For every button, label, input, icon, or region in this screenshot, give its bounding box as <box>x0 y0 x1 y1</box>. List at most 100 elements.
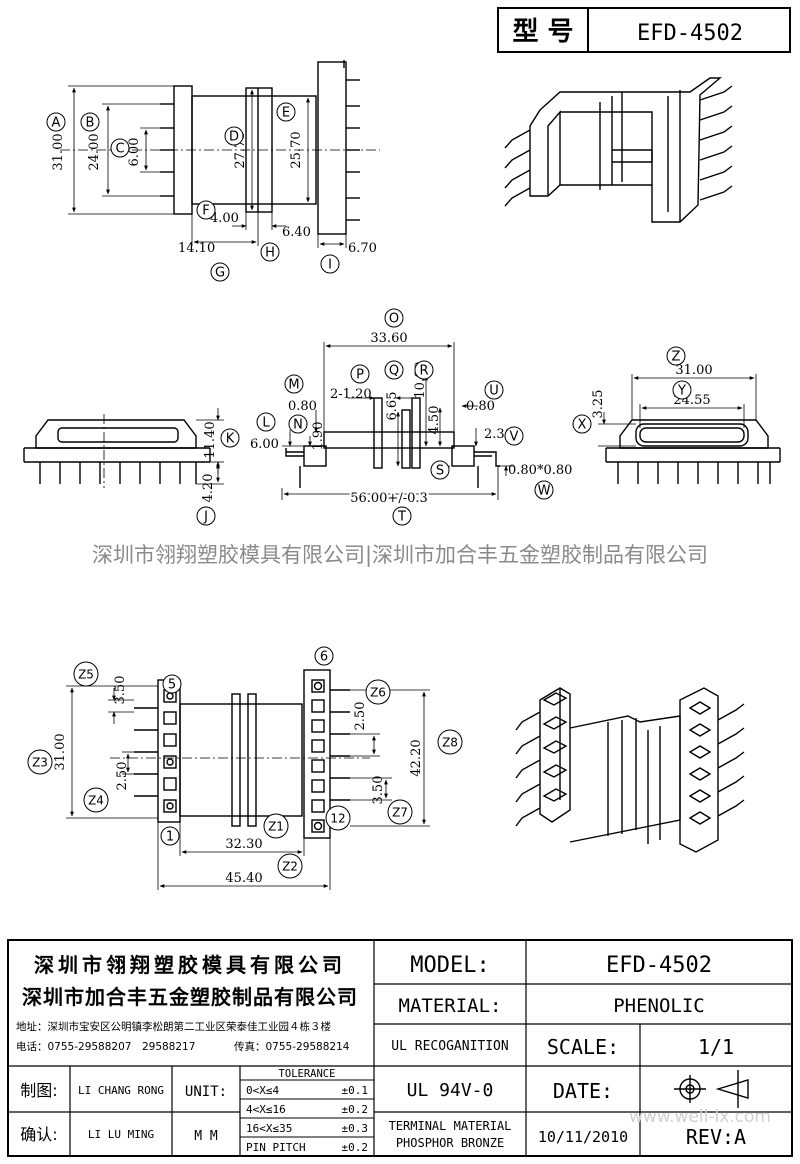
balloon-label-u: U <box>489 384 499 399</box>
end-view-left-dims <box>196 408 224 485</box>
balloon-f <box>196 200 216 220</box>
terminal-material-line1: TERMINAL MATERIAL <box>389 1119 512 1133</box>
side-view-top-dims <box>68 85 347 248</box>
balloon-z1 <box>263 813 289 839</box>
model-label: MODEL: <box>410 953 489 978</box>
balloon-e <box>276 102 296 122</box>
dim-Z2: 45.40 <box>225 871 262 886</box>
balloon-12 <box>325 805 351 831</box>
dim-J: 4.20 <box>201 474 216 503</box>
balloon-d <box>224 126 244 146</box>
tolerance-range: 16<X≤35 <box>246 1122 292 1135</box>
dim-N: 1.90 <box>311 422 326 451</box>
balloon-b <box>80 112 100 132</box>
balloon-6 <box>314 646 334 666</box>
balloon-p <box>350 364 370 384</box>
balloon-label-f: F <box>202 204 209 219</box>
balloon-label-1: 1 <box>166 830 174 845</box>
dim-L: 6.00 <box>250 437 279 452</box>
tolerance-range: 0<X≤4 <box>246 1084 279 1097</box>
dim-Z6: 2.50 <box>353 702 368 731</box>
balloon-label-z2: Z2 <box>282 860 298 874</box>
end-view-right <box>605 419 781 484</box>
company-name-1: 深圳市翎翔塑胶模具有限公司 <box>34 953 346 977</box>
title-block <box>7 939 793 1157</box>
balloon-label-p: P <box>356 368 364 383</box>
isometric-view-top <box>504 77 733 223</box>
top-view-bottom <box>110 669 370 839</box>
tolerance-value: ±0.3 <box>342 1122 369 1135</box>
balloon-v <box>504 426 524 446</box>
balloon-a <box>46 112 66 132</box>
balloon-label-k: K <box>226 432 235 447</box>
unit-label: UNIT: <box>185 1084 227 1100</box>
balloon-label-l: L <box>262 416 270 431</box>
balloon-label-z8: Z8 <box>442 736 458 750</box>
header-model-value: EFD-4502 <box>637 21 743 46</box>
balloon-z8 <box>437 729 463 755</box>
balloon-x <box>572 414 592 434</box>
balloon-z <box>666 346 686 366</box>
dim-Z: 31.00 <box>675 363 712 378</box>
balloon-label-z6: Z6 <box>370 686 386 700</box>
dim-P: 2-1.20 <box>330 387 372 402</box>
dim-T: 56.00+/-0.3 <box>350 491 428 506</box>
balloon-r <box>414 360 434 380</box>
checked-name: LI LU MING <box>88 1128 154 1141</box>
drawn-label: 制图: <box>20 1081 57 1100</box>
dim-Z4: 2.50 <box>115 762 130 791</box>
balloon-label-v: V <box>510 430 519 445</box>
balloon-s <box>430 460 450 480</box>
balloon-z4 <box>83 787 109 813</box>
company-name-2: 深圳市加合丰五金塑胶制品有限公司 <box>22 985 358 1009</box>
projection-symbol-icon <box>674 1070 749 1108</box>
front-view-middle-dims <box>281 342 514 500</box>
dim-S: 4.50 <box>427 406 442 435</box>
tolerance-title: TOLERANCE <box>279 1068 336 1080</box>
balloon-q <box>384 360 404 380</box>
balloon-z6 <box>365 679 391 705</box>
top-view-bottom-labels: 31.00 3.50 2.50 2.50 3.50 42.20 32.30 45… <box>53 676 424 886</box>
balloon-label-h: H <box>265 246 275 261</box>
dim-A: 31.00 <box>51 133 66 170</box>
checked-label: 确认: <box>20 1125 57 1144</box>
balloon-label-n: N <box>293 418 303 433</box>
side-view-top <box>60 60 380 235</box>
balloon-label-z1: Z1 <box>268 820 284 834</box>
balloon-label-o: O <box>389 312 399 327</box>
front-view-middle <box>285 397 500 488</box>
dim-O: 33.60 <box>370 331 407 346</box>
website-watermark: www.well-lx.com <box>629 1107 771 1127</box>
balloon-label-j: J <box>203 510 208 525</box>
material-value: PHENOLIC <box>613 995 705 1017</box>
date-label: DATE: <box>553 1079 613 1103</box>
tolerance-range: PIN PITCH <box>246 1141 306 1154</box>
balloon-label-5: 5 <box>168 678 176 693</box>
dim-F: 4.00 <box>210 211 239 226</box>
balloon-label-d: D <box>229 130 239 145</box>
balloon-label-r: R <box>419 364 428 379</box>
top-view-bottom-dims <box>66 685 430 890</box>
balloon-u <box>484 380 504 400</box>
balloon-m <box>284 374 304 394</box>
balloon-y <box>672 380 692 400</box>
title-block-text: 深圳市翎翔塑胶模具有限公司 深圳市加合丰五金塑胶制品有限公司 地址：深圳市宝安区… <box>16 953 746 1150</box>
balloon-z2 <box>277 853 303 879</box>
balloon-label-s: S <box>436 464 444 479</box>
date-value: 10/11/2010 <box>538 1128 628 1146</box>
ul-label: UL RECOGANITION <box>391 1039 508 1054</box>
balloon-label-a: A <box>52 116 61 131</box>
dim-Z8: 42.20 <box>409 739 424 776</box>
side-view-top-labels: 31.00 24.00 6.00 27.75 25.70 4.00 14.10 … <box>51 131 377 256</box>
balloon-t <box>392 506 412 526</box>
balloon-w <box>534 480 554 500</box>
dim-I: 6.70 <box>348 241 377 256</box>
dim-M: 0.80 <box>288 399 317 414</box>
balloon-1 <box>160 826 180 846</box>
dim-B: 24.00 <box>87 133 102 170</box>
balloon-label-i: I <box>328 258 332 273</box>
balloon-label-c: C <box>115 142 124 157</box>
dim-K: 11.40 <box>203 421 218 458</box>
